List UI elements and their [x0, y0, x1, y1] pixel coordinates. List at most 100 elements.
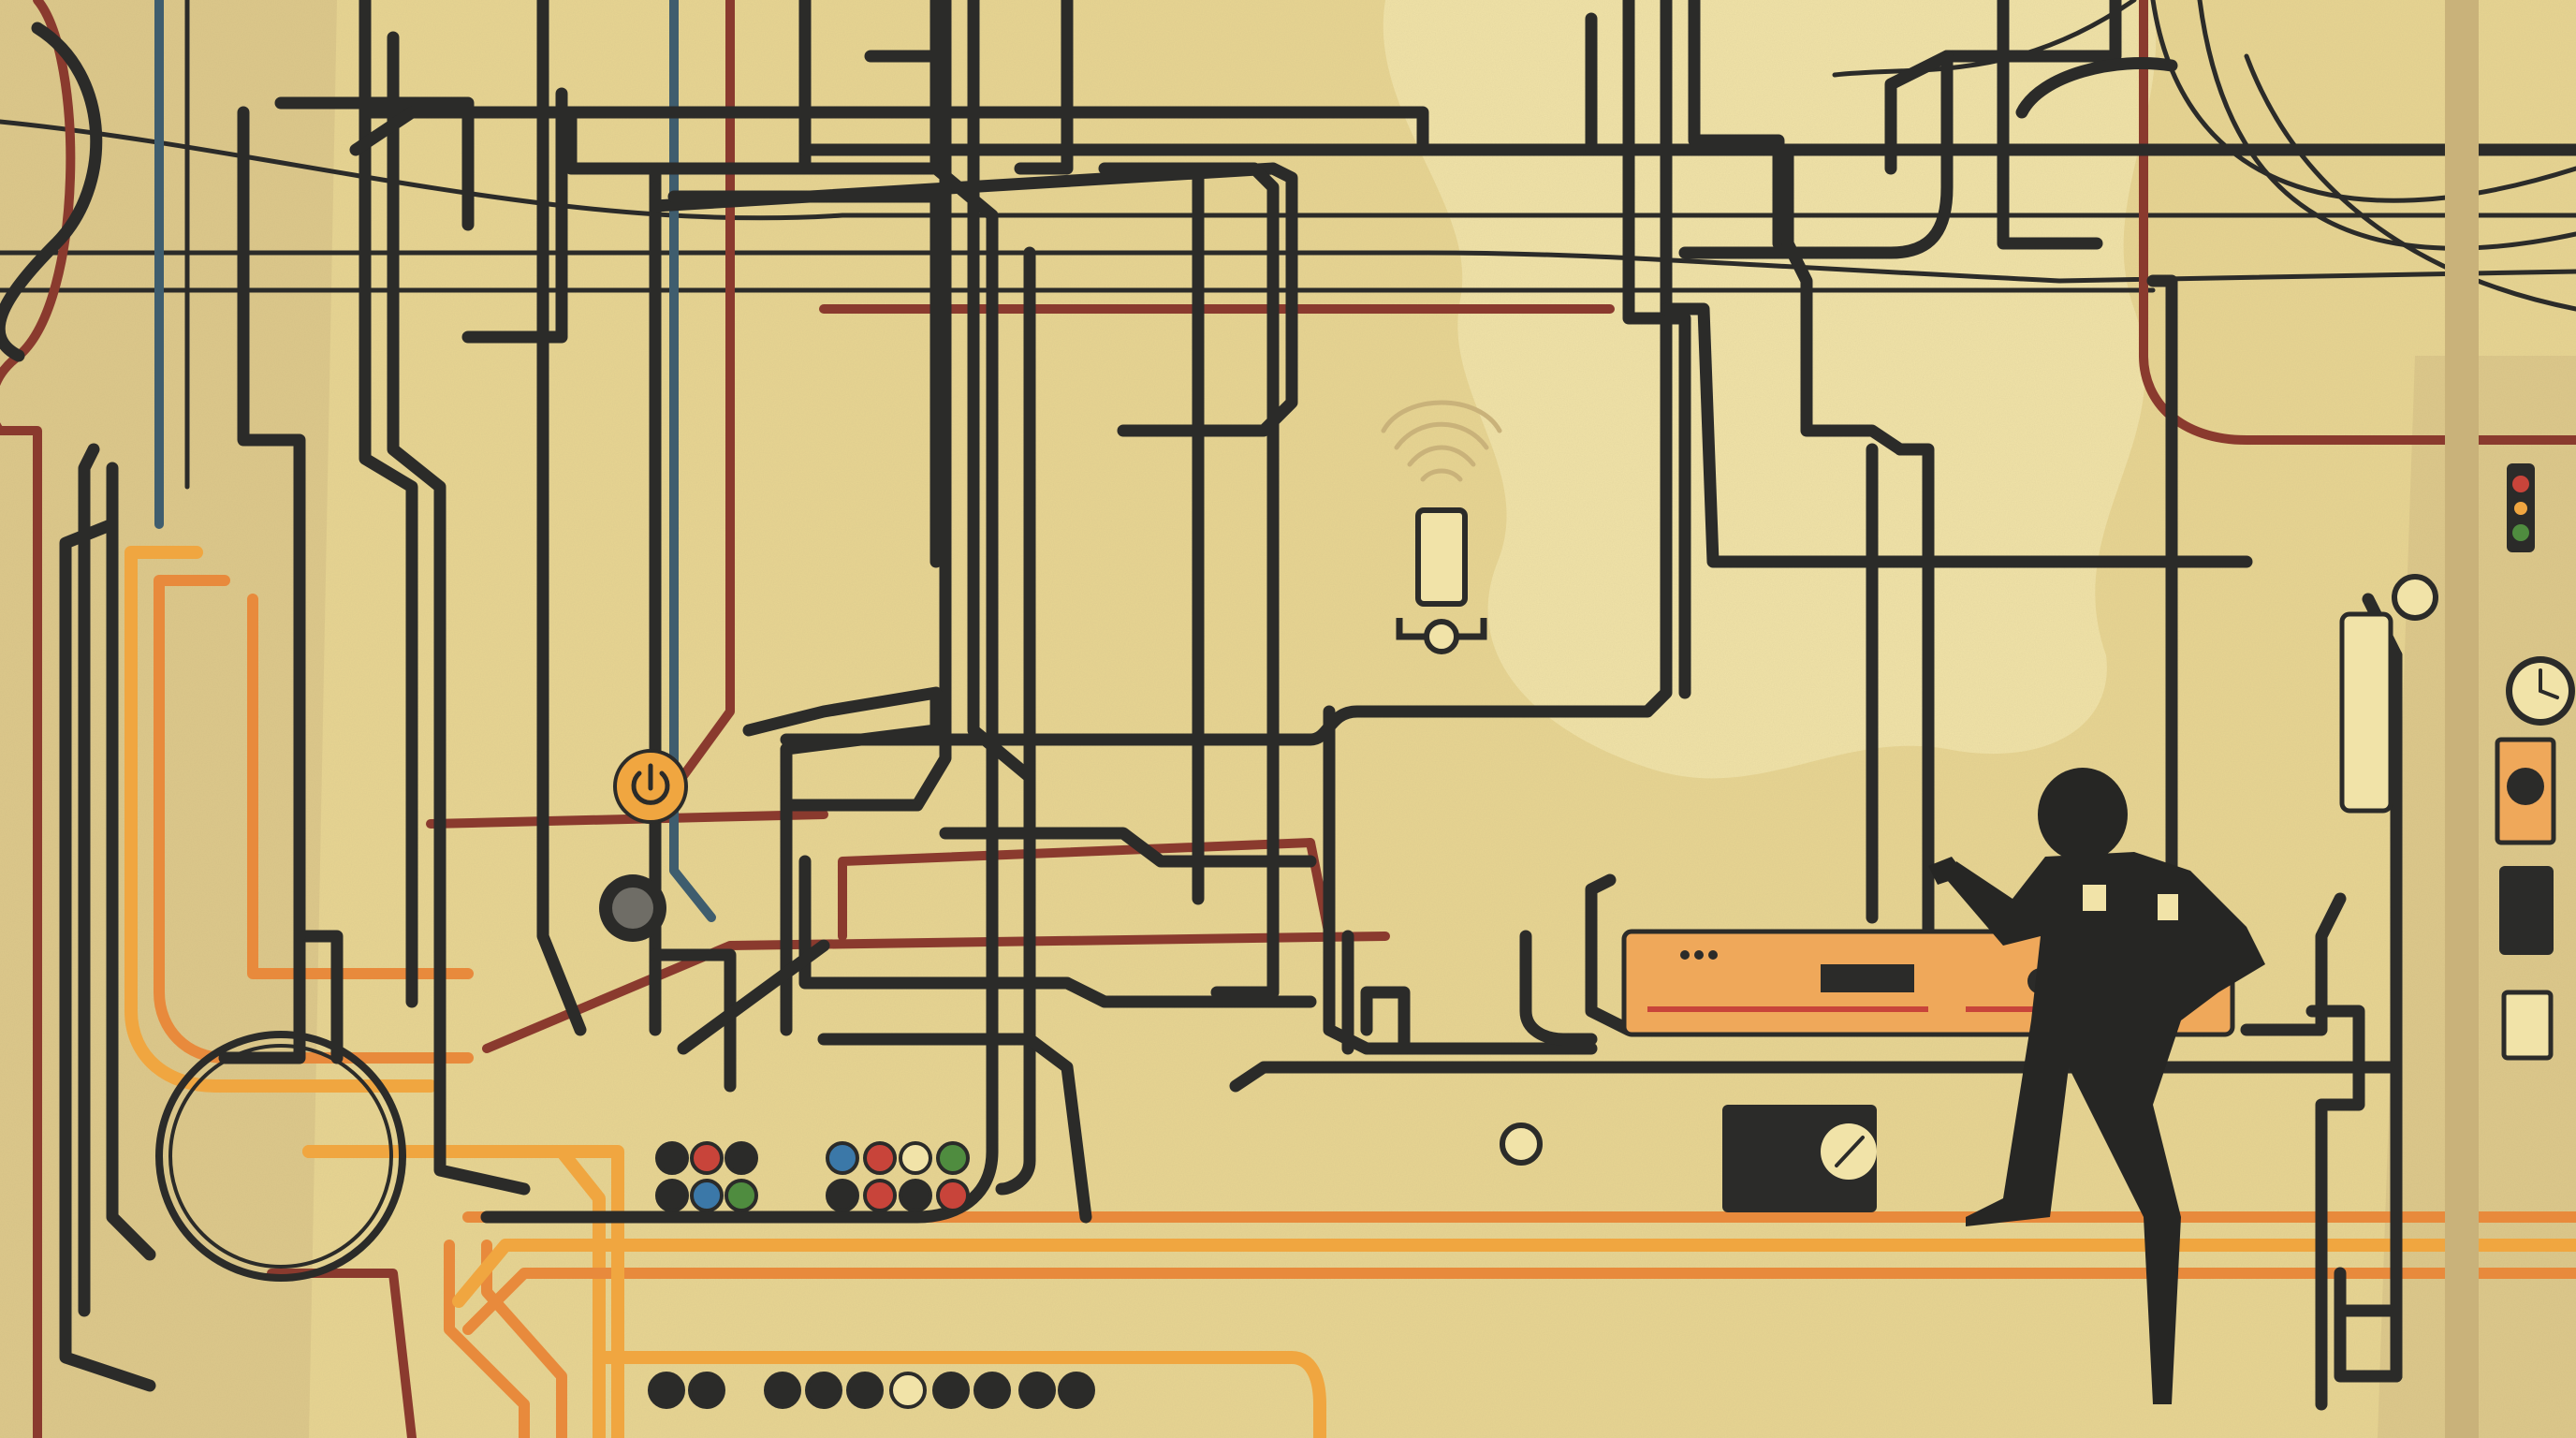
pipe: [2197, 0, 2576, 251]
pipe: [1014, 0, 1074, 175]
valve-bulb: [805, 1372, 842, 1409]
pipe: [742, 686, 943, 1036]
red-pipe: [426, 810, 828, 829]
pressure-gauge-icon: [1500, 1105, 1877, 1212]
valve-bulb: [932, 1372, 970, 1409]
red-pipe: [0, 0, 76, 435]
pipe: [387, 31, 446, 961]
pipe: [237, 106, 306, 943]
hand: [1928, 857, 1966, 885]
pipe: [536, 0, 587, 1036]
valve-bulb: [889, 1372, 927, 1409]
valve-bulb: [648, 1372, 685, 1409]
badge: [2158, 894, 2178, 920]
pipe: [2244, 53, 2576, 312]
indicator-light: [826, 1179, 859, 1212]
console-display: [1821, 964, 1914, 992]
red-pipe: [838, 838, 1334, 941]
pipe: [2305, 1005, 2365, 1411]
red-pipe: [0, 426, 42, 1438]
head: [2038, 768, 2128, 861]
valve-bulb: [1018, 1372, 1056, 1409]
indicator-light: [655, 1179, 689, 1212]
valve-bulb: [1058, 1372, 1095, 1409]
orange-pipe: [444, 1240, 530, 1438]
shirt-collar: [2083, 885, 2106, 911]
valve-bulb: [973, 1372, 1011, 1409]
pipe-ring: [155, 1031, 406, 1282]
indicator-lights: [655, 1141, 970, 1212]
pipe: [798, 855, 1317, 1008]
device-box: [2501, 990, 2554, 1061]
pipe: [2015, 57, 2178, 119]
pipe: [1781, 143, 1907, 456]
pipe: [1997, 0, 2103, 250]
orange-pipe: [247, 594, 474, 979]
receiver-body: [1415, 507, 1468, 607]
pipe: [1678, 50, 1954, 259]
power-icon: [613, 749, 688, 824]
pipe: [1688, 0, 1785, 250]
pipe: [817, 1033, 1092, 1224]
indicator-light: [899, 1179, 932, 1212]
amber-pipe: [452, 1239, 2576, 1308]
pipe-valves-row: [648, 1372, 1095, 1409]
pipe: [433, 948, 531, 1196]
pipe: [106, 462, 156, 1261]
pipe: [649, 162, 1298, 437]
valve-bulb: [688, 1372, 725, 1409]
control-knob-icon: [599, 874, 666, 942]
indicator-light: [936, 1179, 970, 1212]
pipe: [864, 50, 943, 175]
pipe: [1098, 162, 1280, 999]
indicator-light: [724, 1141, 758, 1175]
pipe: [2334, 1267, 2403, 1383]
indicator-light: [826, 1141, 859, 1175]
pipe: [1622, 0, 1691, 699]
pipe: [1360, 986, 1411, 1055]
indicator-light: [655, 1141, 689, 1175]
pipe: [1660, 302, 2253, 568]
pipe: [1519, 930, 1598, 1046]
indicator-light: [899, 1141, 932, 1175]
pipe: [939, 827, 1317, 868]
indicator-light: [690, 1179, 724, 1212]
antenna-device: [1381, 400, 1502, 654]
pipe: [274, 96, 475, 231]
orange-pipe: [154, 575, 474, 1064]
pipe: [349, 106, 1429, 156]
pipe: [967, 0, 1036, 784]
indicator-light: [863, 1141, 897, 1175]
gauge-ring: [2392, 574, 2438, 621]
pipe: [461, 87, 568, 344]
indicator-light: [936, 1141, 970, 1175]
body: [1947, 852, 2265, 1404]
device-box: [2499, 866, 2554, 955]
pipe-ring: [168, 1044, 393, 1269]
pipe: [677, 939, 830, 1055]
gauge-ring: [1500, 1123, 1543, 1166]
wifi-signal-icon: [1381, 400, 1502, 482]
switch-panel: [2339, 611, 2393, 814]
pipe: [667, 190, 943, 568]
pipe: [78, 443, 100, 1317]
pipe: [0, 119, 2576, 221]
pipe: [995, 246, 1036, 1196]
valve-bulb: [846, 1372, 884, 1409]
pipe: [649, 948, 737, 1093]
amber-pipe: [124, 546, 437, 1093]
orange-pipe: [462, 1268, 2576, 1335]
blue-pipe: [669, 0, 716, 922]
indicator-light: [863, 1179, 897, 1212]
pipe: [359, 0, 418, 1008]
receiver-dial: [1424, 619, 1459, 654]
signal-equipment: [2339, 463, 2575, 1061]
pipe: [1894, 443, 1935, 943]
pipe: [1832, 0, 2137, 78]
pipe: [639, 162, 999, 1158]
amber-pipe: [302, 1145, 624, 1438]
pipe: [1585, 873, 1635, 1036]
